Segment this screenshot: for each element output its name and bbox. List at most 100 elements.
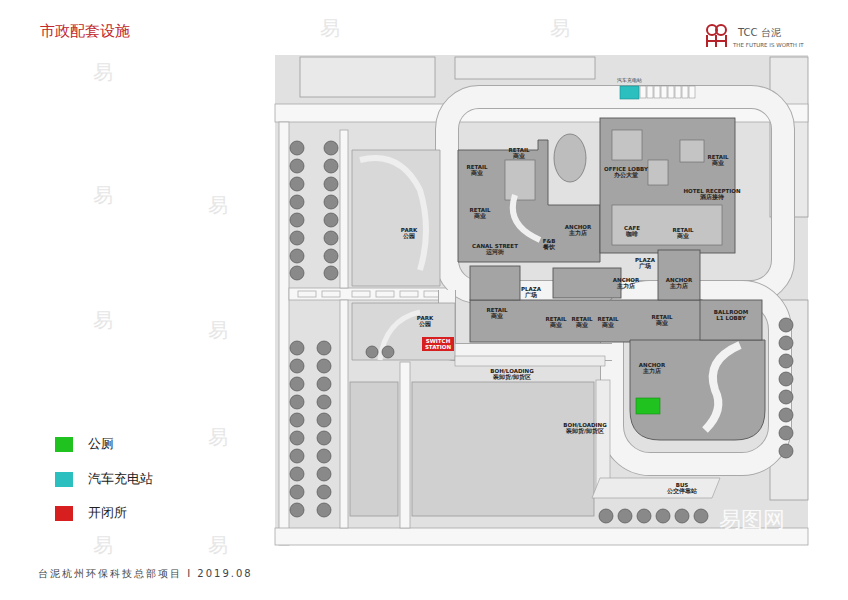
charging-station-marker xyxy=(620,86,639,99)
plan-label-text: CAFE xyxy=(624,225,640,231)
plan-label: OFFICE LOBBY办公大堂 xyxy=(603,165,649,179)
plan-label-text: 办公大堂 xyxy=(604,172,648,178)
plan-label: ANCHOR主力店 xyxy=(665,276,693,290)
watermark: 易 xyxy=(208,532,228,559)
switch-station-box: SWITCH STATION xyxy=(422,337,454,351)
plan-label-text: 商业 xyxy=(466,170,487,176)
logo-text: TCC 台泥 xyxy=(738,26,781,40)
plan-label-text: BUS xyxy=(667,482,697,488)
plan-label-text: 公园 xyxy=(417,321,433,327)
plan-label-text: 主力店 xyxy=(565,230,591,236)
watermark: 易 xyxy=(93,532,113,559)
plan-label-text: 咖啡 xyxy=(624,231,640,237)
plan-label-text: 商业 xyxy=(545,322,566,328)
watermark: 易 xyxy=(208,317,228,344)
plan-label-text: PLAZA xyxy=(521,286,541,292)
plan-label-text: 商业 xyxy=(469,213,490,219)
plan-label: BOH/LOADING装卸货/卸货区 xyxy=(562,421,607,435)
facility-label: 汽车充电站 xyxy=(617,77,642,83)
plan-label-text: 广场 xyxy=(521,292,541,298)
plan-label: RETAIL商业 xyxy=(570,315,593,329)
parking-lot xyxy=(350,382,594,516)
plan-label: RETAIL商业 xyxy=(507,146,530,160)
plan-label-text: 主力店 xyxy=(613,283,639,289)
building-core xyxy=(505,130,722,245)
plan-label-text: 公园 xyxy=(401,233,417,239)
plan-label-text: 餐饮 xyxy=(543,244,556,250)
plan-label-text: OFFICE LOBBY xyxy=(604,166,648,172)
plan-label-text: 商业 xyxy=(651,320,672,326)
plan-label: BOH/LOADING装卸货/卸货区 xyxy=(489,367,534,381)
watermark: 易 xyxy=(208,192,228,219)
bus-bay xyxy=(592,478,720,498)
building-footprint xyxy=(458,118,765,440)
plaza-oval xyxy=(554,134,586,182)
plan-label-text: 商业 xyxy=(672,233,693,239)
plan-label-text: RETAIL xyxy=(486,307,507,313)
plan-label-text: ANCHOR xyxy=(666,277,692,283)
plan-label: CAFE咖啡 xyxy=(623,224,641,238)
plan-label: ANCHOR主力店 xyxy=(638,361,666,375)
plan-label-text: 运河街 xyxy=(472,249,518,255)
plan-label-text: RETAIL xyxy=(597,316,618,322)
watermark: 易 xyxy=(93,59,113,86)
watermark: 易 xyxy=(93,307,113,334)
plan-label: PARK公园 xyxy=(400,226,418,240)
plan-label: F&B餐饮 xyxy=(542,237,557,251)
plan-label-text: RETAIL xyxy=(508,147,529,153)
watermark: 易 xyxy=(320,15,340,42)
plan-label-text: 商业 xyxy=(486,313,507,319)
plan-label: BUS公交停靠站 xyxy=(666,481,698,495)
watermark: 易 xyxy=(550,15,570,42)
plan-label: PARK公园 xyxy=(416,314,434,328)
plan-label-text: BOH/LOADING xyxy=(563,422,606,428)
plan-label: RETAIL商业 xyxy=(671,226,694,240)
plan-label: PLAZA广场 xyxy=(520,285,542,299)
plan-label: RETAIL商业 xyxy=(485,306,508,320)
plan-label: RETAIL商业 xyxy=(465,163,488,177)
plan-label-text: RETAIL xyxy=(672,227,693,233)
legend-swatch xyxy=(55,506,73,521)
parking-stripes xyxy=(298,291,442,297)
plan-label: PLAZA广场 xyxy=(634,256,656,270)
park-area xyxy=(352,150,455,360)
park-path xyxy=(360,158,426,270)
plan-label-text: RETAIL xyxy=(707,154,728,160)
plan-label-text: RETAIL xyxy=(545,316,566,322)
plan-label-text: 商业 xyxy=(571,322,592,328)
plan-label-text: 酒店接待 xyxy=(683,194,740,200)
charging-bays xyxy=(640,86,695,98)
logo-text: THE FUTURE IS WORTH IT xyxy=(733,42,804,48)
plan-label: CANAL STREET运河街 xyxy=(471,242,519,256)
roads xyxy=(275,104,808,545)
watermark: 易 xyxy=(208,424,228,451)
toilet-marker xyxy=(636,398,660,414)
plan-label-text: 装卸货/卸货区 xyxy=(490,374,533,380)
plan-label: ANCHOR主力店 xyxy=(564,223,592,237)
page-caption: 台泥杭州环保科技总部项目 I 2019.08 xyxy=(38,567,253,581)
plan-label: ANCHOR主力店 xyxy=(612,276,640,290)
logo-mark xyxy=(707,25,726,47)
plan-label-text: BOH/LOADING xyxy=(490,368,533,374)
page-title: 市政配套设施 xyxy=(40,22,130,41)
plan-label-text: 商业 xyxy=(508,153,529,159)
plan-label-text: PARK xyxy=(417,315,433,321)
plan-label-text: CANAL STREET xyxy=(472,243,518,249)
plan-label: RETAIL商业 xyxy=(706,153,729,167)
plan-label-text: BALLROOM L1 LOBBY xyxy=(713,309,749,321)
plan-label: RETAIL商业 xyxy=(544,315,567,329)
plan-label-text: 主力店 xyxy=(666,283,692,289)
watermark: 易图网 xyxy=(719,505,785,535)
plan-label-text: F&B xyxy=(543,238,556,244)
plan-label-text: 商业 xyxy=(597,322,618,328)
plan-label-text: 广场 xyxy=(635,263,655,269)
legend-text: 公厕 xyxy=(88,435,114,453)
plan-label-text: ANCHOR xyxy=(565,224,591,230)
plan-label-text: 商业 xyxy=(707,160,728,166)
loading-strip xyxy=(596,380,610,490)
park-path xyxy=(380,312,420,360)
legend-text: 开闭所 xyxy=(88,504,127,522)
plan-label-text: RETAIL xyxy=(469,207,490,213)
plan-label: HOTEL RECEPTION酒店接待 xyxy=(682,187,741,201)
